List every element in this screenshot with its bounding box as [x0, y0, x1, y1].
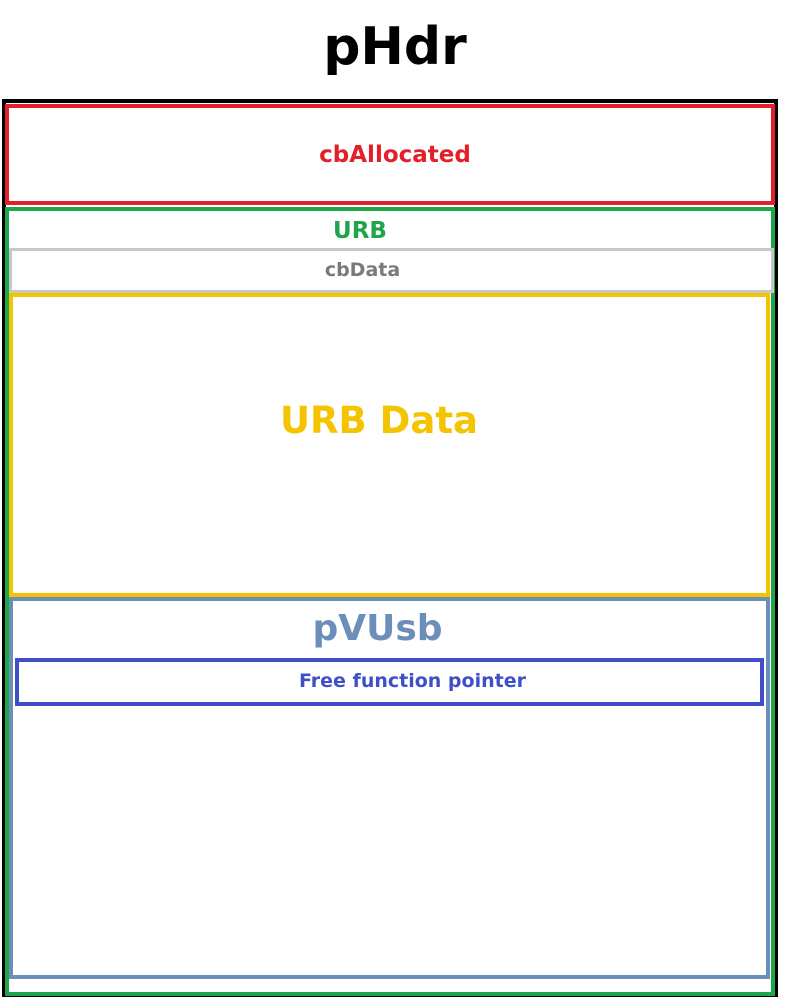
pvusb-box: [9, 597, 770, 979]
urb-box: [5, 207, 775, 996]
cbdata-box: [9, 248, 774, 293]
urb-data-box: [9, 293, 770, 597]
urb-label: URB: [333, 218, 387, 244]
cbdata-label: cbData: [324, 259, 401, 281]
free-function-pointer-label: Free function pointer: [299, 670, 526, 692]
cballocated-label: cbAllocated: [319, 142, 471, 168]
urb-data-label: URB Data: [280, 399, 478, 442]
pvusb-label: pVUsb: [312, 608, 443, 649]
diagram-title: pHdr: [323, 17, 467, 77]
cballocated-box: [5, 104, 775, 205]
free-function-pointer-box: [15, 658, 764, 706]
